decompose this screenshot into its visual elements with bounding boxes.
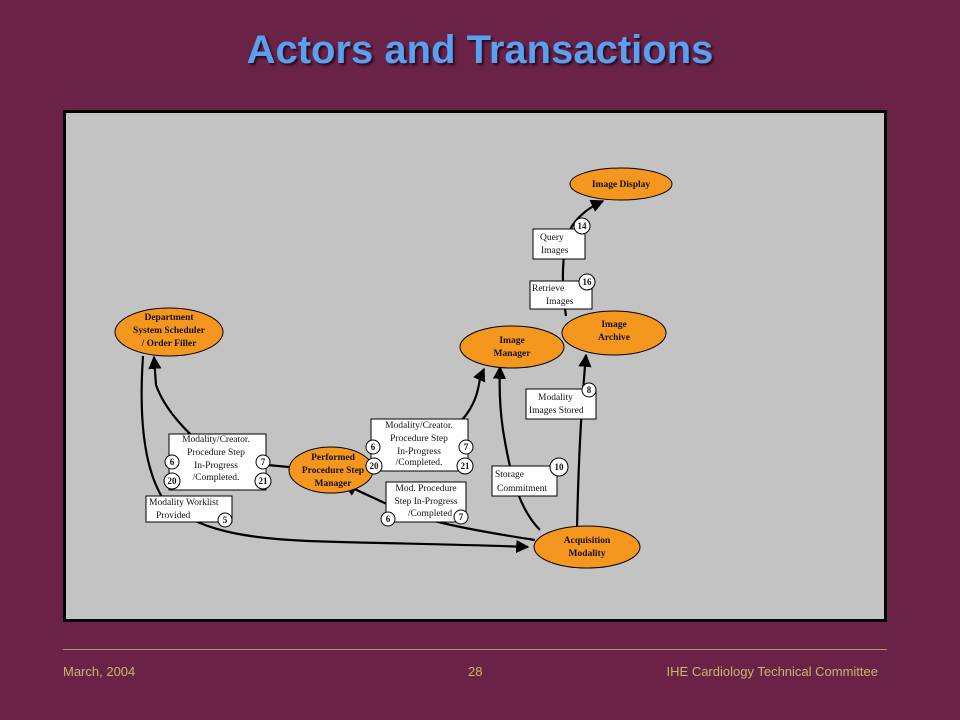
commit-label-1: Storage: [495, 470, 524, 480]
mpps-left-label-1: Modality/Creator.: [182, 435, 250, 445]
image-display-label-1: Image Display: [592, 180, 651, 190]
dss-label-2: System Scheduler: [133, 326, 206, 336]
mpps-left-label-3: In-Progress: [194, 461, 238, 471]
number-10-text: 10: [555, 462, 565, 472]
query-label-2: Images: [541, 246, 569, 256]
transaction-mpps-left: Modality/Creator. Procedure Step In-Prog…: [168, 433, 267, 491]
mpps-mid-label-2: Procedure Step: [390, 434, 448, 444]
mpps-mid-label-3: In-Progress: [397, 447, 441, 457]
actor-image-manager: Image Manager: [459, 325, 565, 369]
retrieve-label-1: Retrieve: [532, 284, 564, 294]
arrow-acq-to-manager: [492, 365, 541, 531]
stored-label-1: Modality: [538, 393, 573, 403]
image-manager-label-1: Image: [499, 336, 524, 346]
footer-page-number: 28: [468, 664, 483, 679]
mpps-left-label-2: Procedure Step: [187, 448, 245, 458]
footer-committee: IHE Cardiology Technical Committee: [666, 664, 878, 679]
transaction-mod-procedure-step: Mod. Procedure Step In-Progress /Complet…: [385, 481, 467, 523]
actor-ppsm: Performed Procedure Step Manager: [288, 446, 374, 494]
mpps-mid-label-1: Modality/Creator.: [385, 421, 453, 431]
arrow-acq-to-archive: [575, 353, 592, 530]
transaction-number-bottom-7: 7: [453, 509, 469, 525]
image-archive-label-2: Archive: [598, 333, 630, 343]
retrieve-label-2: Images: [546, 297, 574, 307]
mod-proc-label-3: /Completed: [408, 509, 453, 519]
arrow-dss-to-acq: [140, 355, 530, 554]
actor-image-archive: Image Archive: [561, 310, 667, 356]
stored-label-2: Images Stored: [529, 406, 584, 416]
number-8-text: 8: [587, 385, 592, 395]
actor-dss-order-filler: Department System Scheduler / Order Fill…: [114, 307, 224, 357]
transaction-number-mid-7: 7: [458, 439, 474, 455]
ppsm-label-1: Performed: [311, 453, 355, 463]
actor-image-display: Image Display: [569, 167, 673, 201]
number-5-text: 5: [223, 515, 228, 525]
mpps-mid-label-4: /Completed.: [396, 458, 443, 468]
transaction-number-10: 10: [549, 457, 569, 477]
transaction-query-images: Query Images: [532, 228, 586, 260]
mpps-left-label-4: /Completed.: [193, 473, 240, 483]
transaction-mpps-mid: Modality/Creator. Procedure Step In-Prog…: [370, 418, 469, 472]
transaction-number-5: 5: [217, 512, 233, 528]
number-mid-7-text: 7: [464, 442, 469, 452]
ppsm-label-3: Manager: [315, 479, 353, 489]
slide-title: Actors and Transactions: [246, 28, 714, 72]
number-left-6-text: 6: [170, 457, 175, 467]
footer-date: March, 2004: [63, 664, 136, 679]
transaction-number-bottom-6: 6: [380, 511, 396, 527]
transaction-number-mid-21: 21: [456, 457, 474, 475]
transaction-storage-commitment: Storage Commitment: [491, 465, 558, 497]
query-label-1: Query: [540, 233, 564, 243]
acq-label-1: Acquisition: [564, 536, 611, 546]
ppsm-label-2: Procedure Step: [302, 466, 364, 476]
transaction-number-mid-6: 6: [365, 439, 381, 455]
number-16-text: 16: [583, 277, 593, 287]
transaction-number-16: 16: [578, 273, 596, 291]
image-archive-label-1: Image: [601, 320, 626, 330]
image-manager-label-2: Manager: [494, 349, 532, 359]
footer-divider: [63, 649, 887, 650]
acq-label-2: Modality: [569, 549, 606, 559]
diagram-panel: [63, 110, 887, 622]
worklist-label-1: Modality Worklist: [149, 498, 219, 508]
transaction-number-8: 8: [581, 382, 597, 398]
transaction-number-14: 14: [573, 217, 591, 235]
transaction-number-left-7: 7: [255, 454, 271, 470]
transaction-number-left-21: 21: [254, 472, 272, 490]
number-bottom-6-text: 6: [386, 514, 391, 524]
number-left-21-text: 21: [259, 476, 269, 486]
transaction-number-left-20: 20: [163, 472, 181, 490]
arrow-ppsm-to-manager: [461, 367, 486, 421]
transaction-number-left-6: 6: [164, 454, 180, 470]
actor-acquisition-modality: Acquisition Modality: [533, 525, 641, 569]
number-mid-21-text: 21: [461, 461, 471, 471]
worklist-label-2: Provided: [156, 511, 191, 521]
transaction-number-mid-20: 20: [365, 457, 383, 475]
number-left-7-text: 7: [261, 457, 266, 467]
number-bottom-7-text: 7: [459, 512, 464, 522]
mod-proc-label-2: Step In-Progress: [394, 497, 457, 507]
commit-label-2: Commitment: [497, 484, 548, 494]
transaction-modality-worklist: Modality Worklist Provided: [145, 495, 233, 523]
dss-label-3: / Order Filler: [141, 339, 197, 349]
dss-label-1: Department: [144, 313, 194, 323]
number-14-text: 14: [578, 221, 588, 231]
mod-proc-label-1: Mod. Procedure: [395, 484, 456, 494]
number-mid-6-text: 6: [371, 442, 376, 452]
number-mid-20-text: 20: [370, 461, 380, 471]
number-left-20-text: 20: [168, 476, 178, 486]
